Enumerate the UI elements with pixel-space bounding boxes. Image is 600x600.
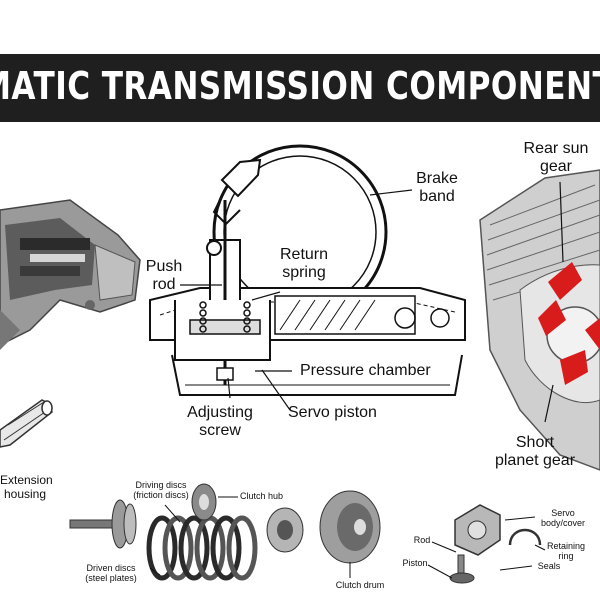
push-rod-label-line2: rod (152, 276, 176, 294)
servo-parts-image (449, 504, 542, 584)
brake-band-label-line2: band (419, 188, 455, 206)
adjusting-screw-label-line2: screw (199, 422, 241, 440)
short-planet-gear-label-line1: Short (515, 434, 555, 451)
seals-label: Seals (537, 561, 561, 571)
driven-discs-label: Driven discs (steel plates) (76, 563, 146, 584)
return-spring-label-line2: spring (282, 264, 326, 282)
brake-band-label: Brake band (412, 170, 462, 207)
brake-band-label-line1: Brake (416, 170, 458, 187)
extension-housing-label-line2: housing (3, 486, 47, 501)
extension-housing-label-line1: Extension (0, 473, 53, 487)
retaining-ring-label-line2: ring (558, 551, 574, 562)
adjusting-screw-label: Adjusting screw (182, 404, 258, 441)
retaining-ring-label-line1: Retaining (546, 541, 586, 551)
servo-body-cover-label: Servo body/cover (538, 508, 588, 529)
short-planet-gear-label-line2: planet gear (494, 452, 576, 470)
clutch-leader-lines (149, 496, 351, 578)
servo-piston-label: Servo piston (288, 404, 377, 421)
transmission-cutaway-image (0, 199, 141, 350)
rear-sun-gear-label-line2: gear (539, 158, 573, 176)
servo-leader-lines (427, 516, 546, 579)
push-rod-label-line1: Push (145, 258, 183, 275)
page-title: MATIC TRANSMISSION COMPONENTS AND OPE (0, 64, 600, 108)
clutch-hub-label: Clutch hub (240, 491, 284, 501)
push-rod-label: Push rod (144, 258, 184, 295)
pressure-chamber-label: Pressure chamber (300, 362, 431, 379)
rear-sun-gear-label: Rear sun gear (516, 140, 596, 177)
clutch-drum-label: Clutch drum (335, 580, 385, 590)
title-banner: MATIC TRANSMISSION COMPONENTS AND OPE (0, 54, 600, 122)
extension-housing-image (0, 399, 53, 448)
extension-housing-label: Extension housing (0, 473, 53, 502)
clutch-pack-image (69, 483, 381, 581)
piston-label: Piston (402, 558, 428, 568)
brake-band-servo-diagram (149, 144, 466, 396)
driving-discs-label-line2: (friction discs) (133, 490, 189, 501)
driving-discs-label: Driving discs (friction discs) (128, 480, 194, 501)
return-spring-label: Return spring (276, 246, 332, 283)
rod-label: Rod (413, 535, 431, 545)
return-spring-label-line1: Return (279, 246, 329, 263)
servo-body-cover-label-line1: Servo (551, 508, 575, 518)
driven-discs-label-line2: (steel plates) (85, 573, 137, 584)
driven-discs-label-line1: Driven discs (86, 563, 136, 573)
planetary-gear-image (479, 169, 600, 471)
right-leader-lines (544, 181, 564, 423)
rear-sun-gear-label-line1: Rear sun (523, 140, 589, 157)
short-planet-gear-label: Short planet gear (490, 434, 580, 471)
adjusting-screw-label-line1: Adjusting (187, 404, 253, 421)
driving-discs-label-line1: Driving discs (135, 480, 187, 490)
center-leader-lines (180, 189, 413, 411)
retaining-ring-label: Retaining ring (544, 541, 588, 562)
servo-body-cover-label-line2: body/cover (540, 518, 586, 529)
